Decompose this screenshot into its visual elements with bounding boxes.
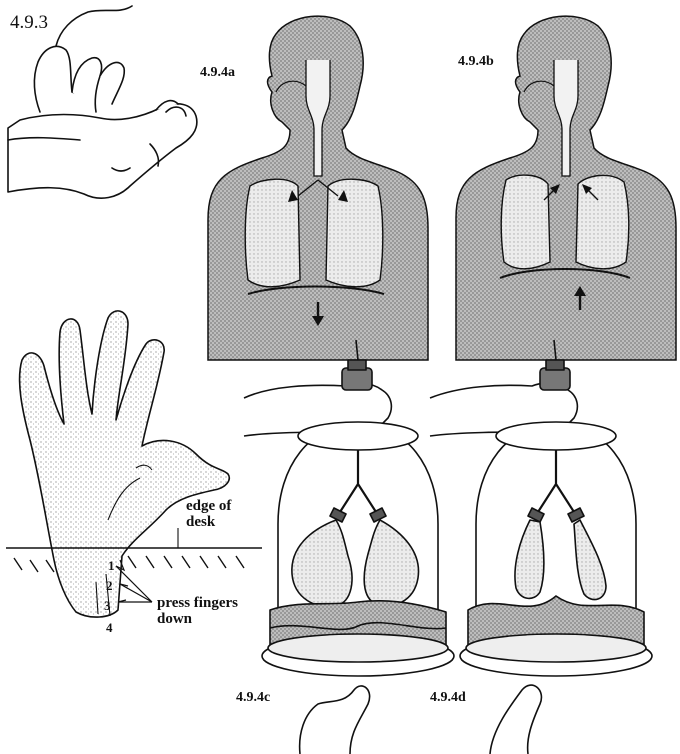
bell-jar-model-c	[244, 340, 454, 754]
figure-label-4-9-3: 4.9.3	[10, 12, 48, 34]
finger-number-4: 4	[106, 620, 113, 636]
wrist-pulse-figure	[8, 6, 197, 198]
figure-label-4-9-4d: 4.9.4d	[430, 690, 466, 706]
edge-of-desk-annotation: edge of desk	[186, 498, 231, 530]
finger-number-1: 1	[108, 558, 115, 574]
finger-number-3: 3	[104, 598, 111, 614]
figure-label-4-9-4a: 4.9.4a	[200, 65, 235, 81]
figure-label-4-9-4c: 4.9.4c	[236, 690, 270, 706]
torso-diagram-a	[208, 16, 428, 360]
figure-label-4-9-4b: 4.9.4b	[458, 54, 494, 70]
press-fingers-annotation: press fingers down	[157, 595, 238, 627]
hand-on-desk-figure	[20, 311, 230, 617]
finger-number-2: 2	[106, 578, 113, 594]
